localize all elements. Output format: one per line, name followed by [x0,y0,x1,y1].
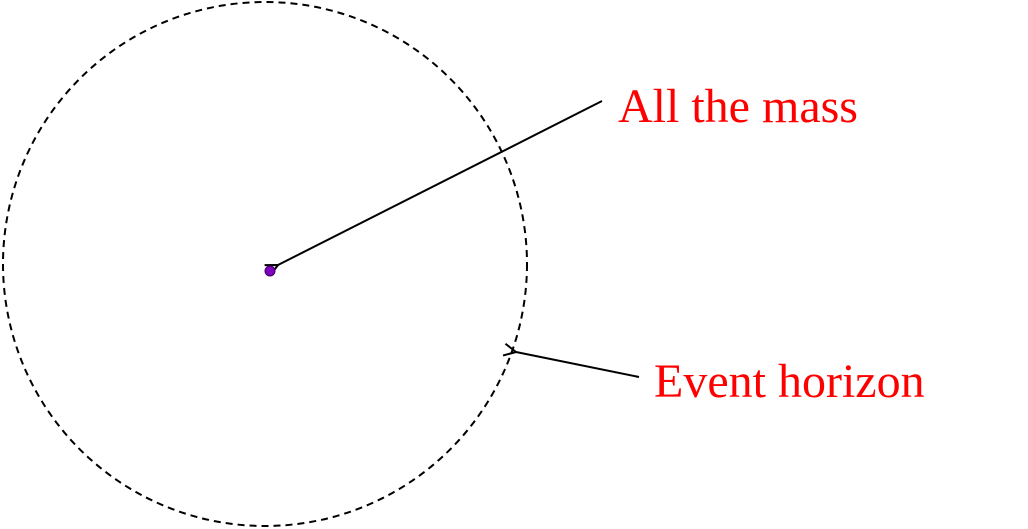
mass-label: All the mass [618,80,858,133]
horizon-label: Event horizon [654,355,925,408]
event-horizon-circle [2,1,528,527]
horizon-arrow [516,352,640,378]
point-mass [264,265,276,277]
mass-arrow [278,100,603,265]
